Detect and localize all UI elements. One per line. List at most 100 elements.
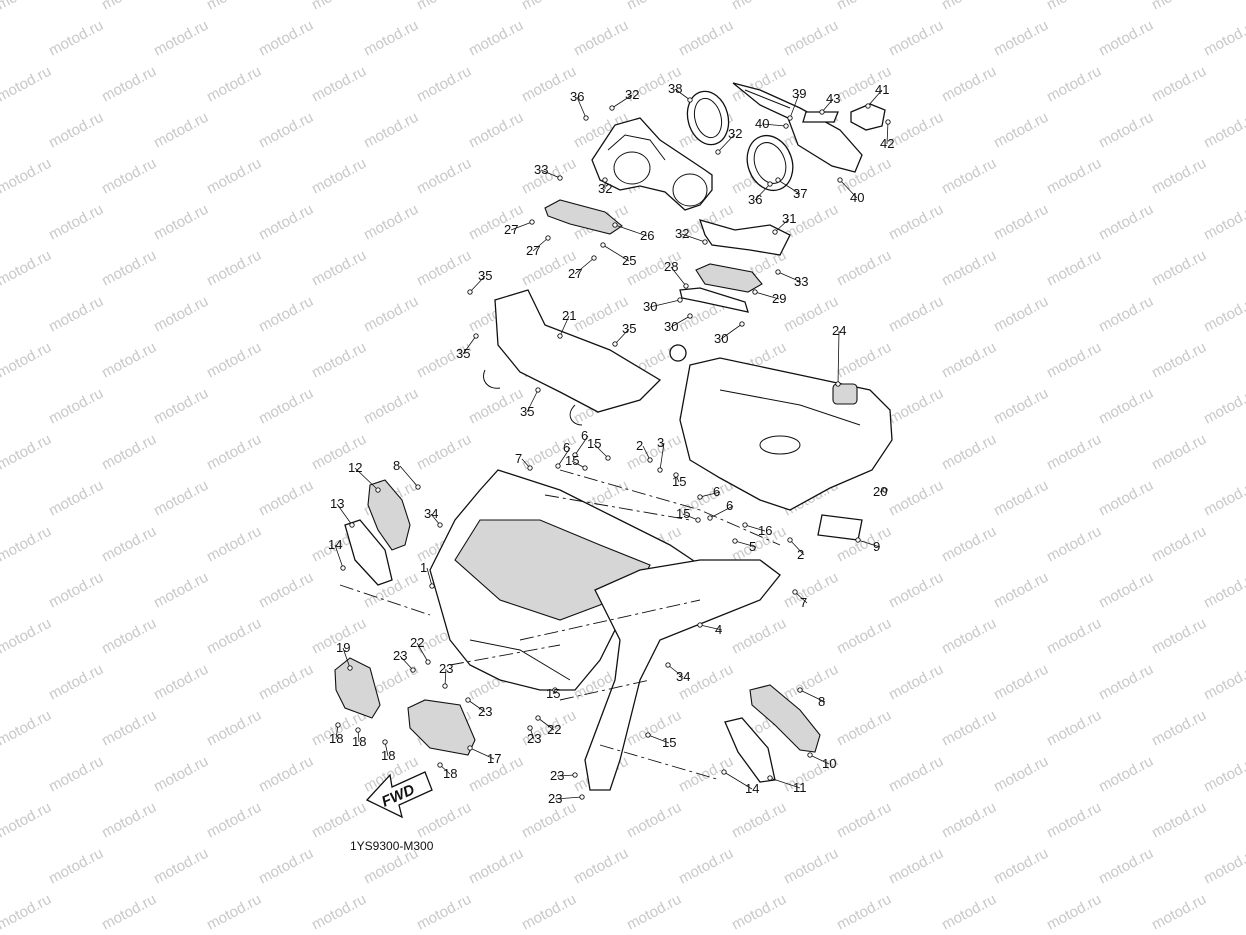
watermark-text: motod.ru — [151, 661, 211, 704]
fastener-marker — [335, 722, 341, 728]
watermark-text: motod.ru — [0, 385, 1, 428]
watermark-text: motod.ru — [0, 109, 1, 152]
leader-line — [717, 133, 736, 153]
watermark-text: motod.ru — [781, 661, 841, 704]
fastener-marker — [721, 769, 727, 775]
watermark-text: motod.ru — [991, 845, 1051, 888]
leader-line — [754, 183, 771, 201]
watermark-text: motod.ru — [256, 17, 316, 60]
diagram-code: 1YS9300-M300 — [350, 839, 434, 853]
watermark-text: motod.ru — [1096, 753, 1156, 796]
watermark-text: motod.ru — [204, 615, 264, 658]
callout-number: 18 — [443, 766, 457, 781]
watermark-text: motod.ru — [46, 293, 106, 336]
fastener-marker — [415, 484, 421, 490]
watermark-text: motod.ru — [1044, 891, 1104, 934]
callout-number: 30 — [643, 299, 657, 314]
watermark-text: motod.ru — [834, 615, 894, 658]
watermark-text: motod.ru — [519, 0, 579, 14]
leader-line — [510, 221, 533, 231]
watermark-text: motod.ru — [1096, 477, 1156, 520]
fastener-marker — [375, 487, 381, 493]
assembly-lines — [339, 469, 781, 781]
watermark-text: motod.ru — [256, 201, 316, 244]
callout-number: 32 — [675, 226, 689, 241]
fastener-marker — [739, 321, 745, 327]
watermark-text: motod.ru — [1201, 845, 1246, 888]
fastener-marker — [527, 725, 533, 731]
side-cover-10 — [749, 684, 821, 753]
leader-line — [720, 323, 743, 340]
leader-line — [336, 503, 353, 526]
watermark-text: motod.ru — [99, 707, 159, 750]
callout-number: 27 — [568, 266, 582, 281]
fastener-marker — [429, 583, 435, 589]
callout-number: 15 — [546, 686, 560, 701]
leader-line — [649, 299, 681, 308]
callout-number: 31 — [782, 211, 796, 226]
fastener-marker — [695, 517, 701, 523]
leader-line — [667, 664, 684, 678]
watermark-text: motod.ru — [729, 799, 789, 842]
fastener-marker — [529, 219, 535, 225]
fastener-marker — [687, 97, 693, 103]
leader-line — [821, 98, 834, 113]
watermark-text: motod.ru — [939, 799, 999, 842]
callout-number: 24 — [832, 323, 846, 338]
watermark-text: motod.ru — [676, 17, 736, 60]
callout-number: 42 — [880, 136, 894, 151]
fastener-marker — [545, 235, 551, 241]
watermark-text: motod.ru — [466, 109, 526, 152]
watermark-text: motod.ru — [256, 661, 316, 704]
callout-number: 28 — [664, 259, 678, 274]
watermark-text: motod.ru — [414, 0, 474, 14]
watermark-text: motod.ru — [1201, 569, 1246, 612]
watermark-text: motod.ru — [256, 753, 316, 796]
side-cover-12 — [367, 479, 411, 551]
fastener-marker — [683, 283, 689, 289]
fastener-marker — [885, 119, 891, 125]
fastener-marker — [775, 177, 781, 183]
leader-line — [681, 233, 706, 243]
watermark-text: motod.ru — [624, 799, 684, 842]
leader-line — [774, 218, 790, 233]
watermark-text: motod.ru — [1201, 17, 1246, 60]
callout-number: 37 — [793, 186, 807, 201]
watermark-text: motod.ru — [1149, 523, 1209, 566]
fastener-marker — [602, 177, 608, 183]
leader-line — [614, 224, 648, 237]
watermark-text: motod.ru — [991, 385, 1051, 428]
leader-line — [837, 330, 840, 385]
watermark-text: motod.ru — [1096, 201, 1156, 244]
watermark-text: motod.ru — [151, 293, 211, 336]
fastener-marker — [382, 739, 388, 745]
leader-line — [444, 668, 447, 687]
fastener-marker — [702, 239, 708, 245]
fastener-marker — [752, 289, 758, 295]
watermark-text: motod.ru — [99, 247, 159, 290]
fastener-marker — [665, 662, 671, 668]
callout-number: 27 — [504, 222, 518, 237]
watermark-text: motod.ru — [414, 431, 474, 474]
fastener-marker — [837, 177, 843, 183]
watermark-text: motod.ru — [1096, 17, 1156, 60]
fastener-marker — [715, 149, 721, 155]
callout-number: 11 — [793, 780, 807, 795]
watermark-text: motod.ru — [991, 477, 1051, 520]
fastener-marker — [797, 687, 803, 693]
fastener-marker — [582, 465, 588, 471]
watermark-text: motod.ru — [939, 0, 999, 14]
leader-line — [670, 315, 691, 328]
fastener-marker — [775, 269, 781, 275]
leader-line — [614, 328, 630, 345]
watermark-text: motod.ru — [0, 523, 54, 566]
watermark-text: motod.ru — [204, 0, 264, 14]
leader-line — [789, 539, 805, 556]
fastener-marker — [645, 732, 651, 738]
watermark-text: motod.ru — [256, 293, 316, 336]
fastener-marker — [742, 522, 748, 528]
watermark-text: motod.ru — [1149, 155, 1209, 198]
callout-number: 23 — [478, 704, 492, 719]
fastener-marker — [349, 522, 355, 528]
